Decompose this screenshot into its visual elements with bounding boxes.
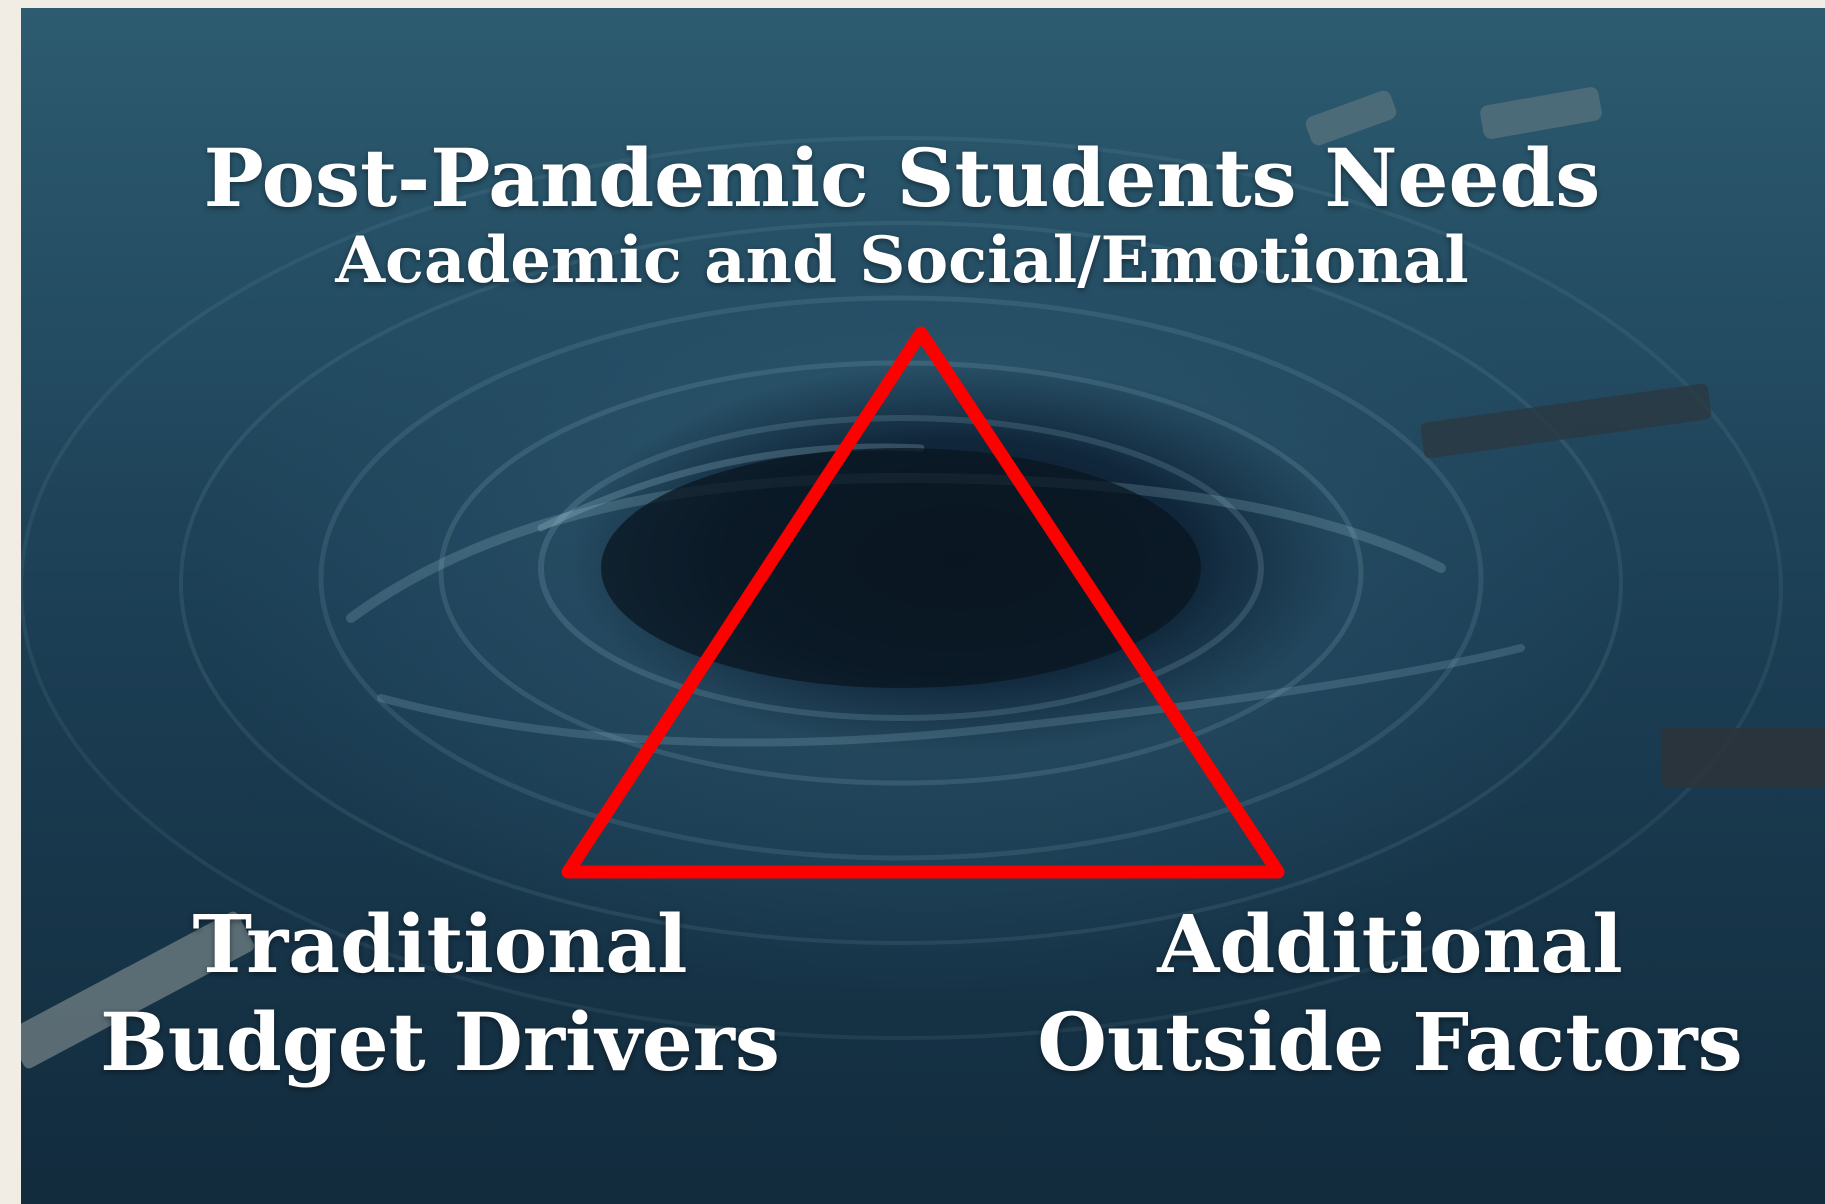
left-vertex-label: Traditional Budget Drivers [60,895,820,1091]
top-subtitle: Academic and Social/Emotional [335,223,1469,298]
left-label-line2: Budget Drivers [100,995,780,1089]
left-label-line1: Traditional [192,897,688,991]
right-label-line1: Additional [1157,897,1623,991]
right-vertex-label: Additional Outside Factors [1000,895,1780,1091]
right-label-line2: Outside Factors [1037,995,1743,1089]
triangle-outline [561,326,1285,879]
whirlpool-ocean-photo [21,8,1825,1204]
top-title: Post-Pandemic Students Needs [203,131,1601,225]
top-vertex-label: Post-Pandemic Students Needs Academic an… [0,130,1804,296]
